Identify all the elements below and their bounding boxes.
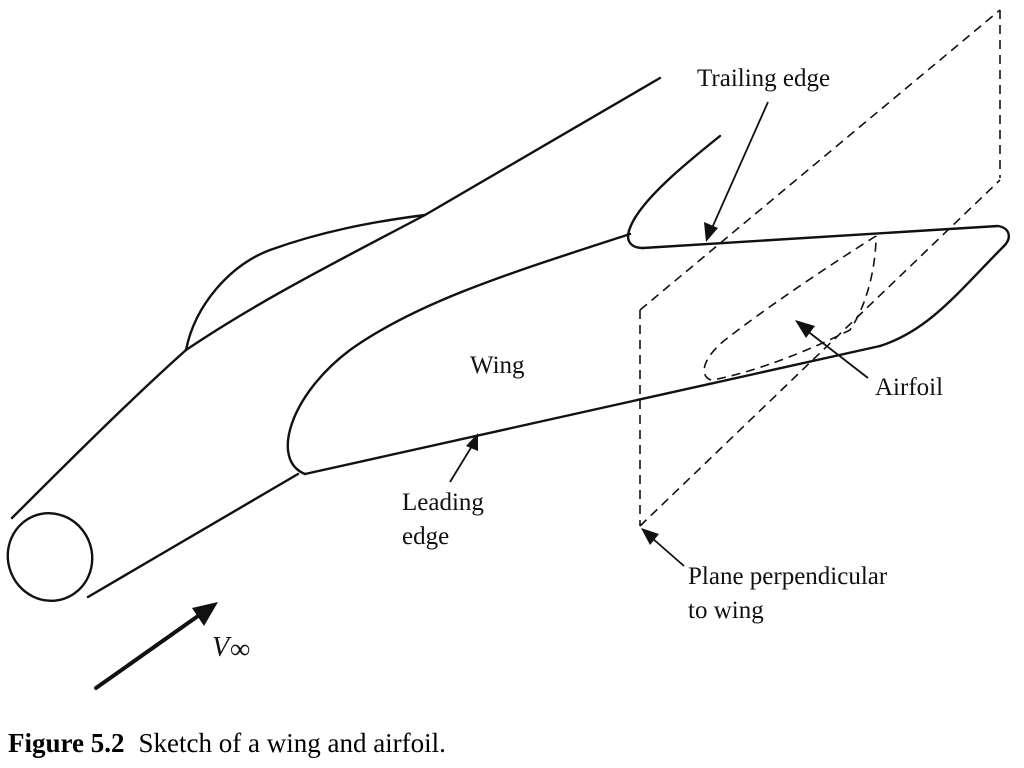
leading-edge (303, 344, 882, 476)
leading-edge-pointer (449, 433, 478, 483)
arrowhead-icon (192, 602, 218, 626)
airfoil-pointer (795, 320, 869, 379)
velocity-letter: V (212, 632, 232, 663)
figure-number: Figure 5.2 (8, 728, 125, 758)
wing-label: Wing (470, 352, 525, 379)
trailing-edge-pointer (704, 101, 769, 242)
wing-root (286, 232, 632, 476)
arrowhead-icon (641, 528, 659, 545)
arrowhead-icon (466, 433, 478, 451)
trailing-edge (641, 224, 1010, 250)
fuselage-upper-line (10, 348, 188, 520)
wing (286, 224, 1010, 476)
airfoil-section (703, 235, 877, 381)
figure-caption: Figure 5.2 Sketch of a wing and airfoil. (8, 728, 446, 758)
freestream-velocity-arrow (94, 602, 218, 690)
figure-caption-text: Sketch of a wing and airfoil. (139, 728, 446, 758)
nose-inlet (6, 512, 94, 602)
arrowhead-icon (704, 222, 718, 242)
plane-label-line1: Plane perpendicular (688, 563, 888, 590)
leading-edge-label-line2: edge (402, 523, 449, 550)
airfoil-label: Airfoil (875, 374, 943, 401)
perpendicular-plane (639, 9, 1001, 527)
fuselage (6, 76, 662, 602)
plane-label-line2: to wing (688, 597, 764, 624)
arrowhead-icon (795, 320, 815, 338)
trailing-edge-label: Trailing edge (697, 65, 830, 92)
tail-fin (626, 134, 722, 250)
wing-tip (878, 244, 1006, 348)
fuselage-spine (184, 76, 662, 352)
leading-edge-label-line1: Leading (402, 489, 484, 516)
fuselage-lower-line (86, 472, 300, 599)
canopy (184, 213, 427, 352)
plane-pointer (641, 528, 685, 567)
velocity-subscript: ∞ (230, 634, 250, 665)
velocity-symbol: V∞ (212, 632, 250, 665)
